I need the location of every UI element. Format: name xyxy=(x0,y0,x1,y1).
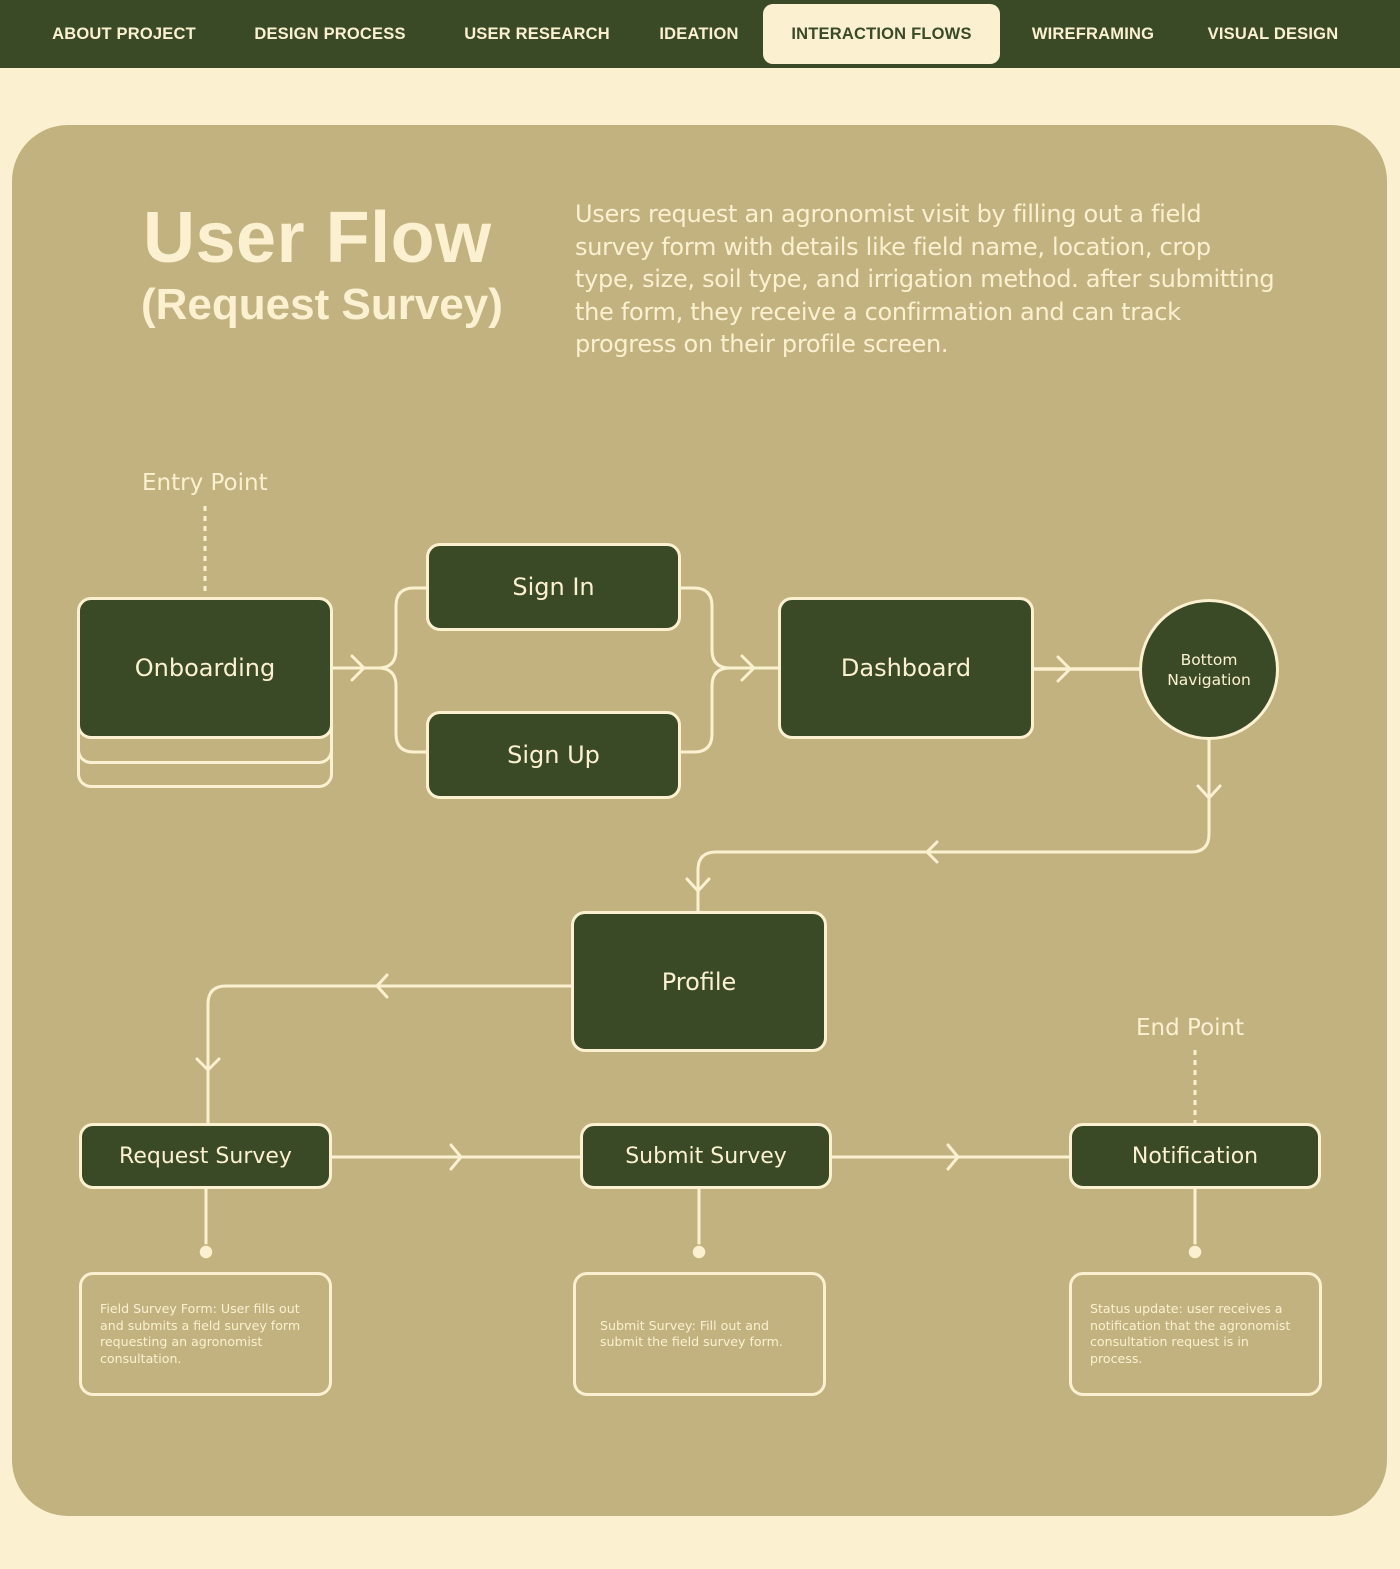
note-request-survey: Field Survey Form: User fills out and su… xyxy=(79,1272,332,1396)
nav-tab-wireframing[interactable]: WIREFRAMING xyxy=(1031,25,1155,43)
nav-tab-ideation[interactable]: IDEATION xyxy=(659,25,739,43)
arrow-head-down-2 xyxy=(685,877,711,893)
node-sign-up-label: Sign Up xyxy=(507,741,600,769)
node-profile-label: Profile xyxy=(661,967,737,996)
content-panel xyxy=(12,125,1387,1516)
top-navigation: ABOUT PROJECT DESIGN PROCESS USER RESEAR… xyxy=(0,0,1400,68)
nav-tab-interaction-flows[interactable]: INTERACTION FLOWS xyxy=(763,4,1000,64)
nav-tab-visual-design[interactable]: VISUAL DESIGN xyxy=(1207,25,1339,43)
node-onboarding[interactable]: Onboarding xyxy=(77,597,333,739)
node-sign-in[interactable]: Sign In xyxy=(426,543,681,631)
node-notification[interactable]: Notification xyxy=(1069,1123,1321,1189)
note-notification: Status update: user receives a notificat… xyxy=(1069,1272,1322,1396)
note-request-survey-text: Field Survey Form: User fills out and su… xyxy=(100,1301,301,1366)
arrow-head-bottom-nav xyxy=(1056,655,1072,683)
arrow-head-onboarding xyxy=(350,654,366,682)
note-dot-request xyxy=(198,1244,214,1260)
note-submit-survey: Submit Survey: Fill out and submit the f… xyxy=(573,1272,826,1396)
node-request-survey-label: Request Survey xyxy=(119,1143,292,1169)
note-notification-text: Status update: user receives a notificat… xyxy=(1090,1301,1291,1366)
arrow-head-left-1 xyxy=(925,840,939,864)
arrow-head-left-2 xyxy=(375,973,389,999)
node-dashboard[interactable]: Dashboard xyxy=(778,597,1034,739)
nav-tab-design-process[interactable]: DESIGN PROCESS xyxy=(254,25,406,43)
note-dot-submit xyxy=(691,1244,707,1260)
note-dot-notification xyxy=(1187,1244,1203,1260)
nav-tab-about-project[interactable]: ABOUT PROJECT xyxy=(52,25,196,43)
nav-tab-user-research[interactable]: USER RESEARCH xyxy=(464,25,610,43)
edge-profile-request xyxy=(206,984,574,1127)
edge-sign-in-dashboard xyxy=(678,586,732,670)
note-submit-survey-text: Submit Survey: Fill out and submit the f… xyxy=(600,1317,783,1350)
node-bottom-navigation[interactable]: Bottom Navigation xyxy=(1139,599,1279,740)
end-point-label: End Point xyxy=(1136,1015,1245,1041)
flow-description: Users request an agronomist visit by fil… xyxy=(575,200,1275,358)
node-submit-survey-label: Submit Survey xyxy=(625,1143,787,1169)
node-onboarding-label: Onboarding xyxy=(134,654,276,682)
node-profile[interactable]: Profile xyxy=(571,911,827,1052)
title-subtitle: (Request Survey) xyxy=(141,280,503,329)
node-sign-in-label: Sign In xyxy=(512,573,595,601)
node-dashboard-label: Dashboard xyxy=(840,654,972,682)
edge-to-sign-up xyxy=(376,666,430,754)
title-main: User Flow xyxy=(143,198,492,278)
edge-to-sign-in xyxy=(376,586,430,670)
arrow-head-down-3 xyxy=(195,1057,221,1072)
edge-sign-up-dashboard xyxy=(678,666,732,754)
node-submit-survey[interactable]: Submit Survey xyxy=(580,1123,832,1189)
arrow-head-submit xyxy=(449,1143,463,1171)
arrow-head-down-1 xyxy=(1196,784,1222,800)
edge-bottom-nav-profile xyxy=(696,737,1211,914)
entry-point-label: Entry Point xyxy=(142,470,268,496)
node-sign-up[interactable]: Sign Up xyxy=(426,711,681,799)
node-request-survey[interactable]: Request Survey xyxy=(79,1123,332,1189)
arrow-head-dashboard xyxy=(740,654,756,682)
node-bottom-navigation-label: Bottom Navigation xyxy=(1167,650,1251,689)
node-notification-label: Notification xyxy=(1131,1143,1259,1169)
page-title: User Flow (Request Survey) xyxy=(141,196,563,330)
arrow-head-notification xyxy=(946,1143,960,1171)
